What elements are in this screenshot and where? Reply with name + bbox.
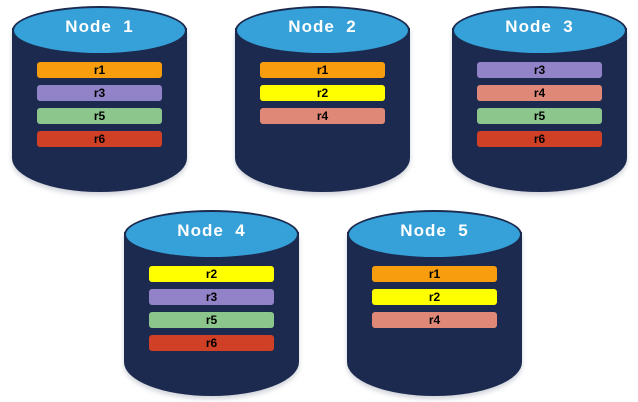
record-bar-r1[interactable]: r1 <box>372 266 497 282</box>
node-4[interactable]: Node 4 r2 r3 r5 r6 <box>124 210 299 396</box>
node-label: Node 4 <box>177 221 246 240</box>
record-bar-r3[interactable]: r3 <box>477 62 602 78</box>
record-bar-r5[interactable]: r5 <box>477 108 602 124</box>
record-bar-r4[interactable]: r4 <box>260 108 385 124</box>
record-bar-r2[interactable]: r2 <box>260 85 385 101</box>
node-label: Node 1 <box>65 17 134 36</box>
record-bar-r2[interactable]: r2 <box>372 289 497 305</box>
record-bar-r2[interactable]: r2 <box>149 266 274 282</box>
node-label: Node 3 <box>505 17 574 36</box>
node-label: Node 5 <box>400 221 469 240</box>
record-bar-r4[interactable]: r4 <box>477 85 602 101</box>
record-bar-r1[interactable]: r1 <box>37 62 162 78</box>
record-bar-r5[interactable]: r5 <box>149 312 274 328</box>
cylinder-top-disk <box>235 6 410 55</box>
record-list: r1 r2 r4 <box>260 62 385 131</box>
node-5[interactable]: Node 5 r1 r2 r4 <box>347 210 522 396</box>
record-list: r1 r2 r4 <box>372 266 497 335</box>
record-bar-r1[interactable]: r1 <box>260 62 385 78</box>
record-bar-r5[interactable]: r5 <box>37 108 162 124</box>
record-bar-r4[interactable]: r4 <box>372 312 497 328</box>
record-bar-r6[interactable]: r6 <box>477 131 602 147</box>
cylinder-top-disk <box>124 210 299 259</box>
cylinder-top-disk <box>12 6 187 55</box>
node-1[interactable]: Node 1 r1 r3 r5 r6 <box>12 6 187 192</box>
record-bar-r6[interactable]: r6 <box>149 335 274 351</box>
node-label: Node 2 <box>288 17 357 36</box>
record-bar-r6[interactable]: r6 <box>37 131 162 147</box>
record-bar-r3[interactable]: r3 <box>149 289 274 305</box>
record-list: r2 r3 r5 r6 <box>149 266 274 358</box>
cylinder-top-disk <box>347 210 522 259</box>
node-3[interactable]: Node 3 r3 r4 r5 r6 <box>452 6 627 192</box>
record-bar-r3[interactable]: r3 <box>37 85 162 101</box>
cylinder-top-disk <box>452 6 627 55</box>
record-list: r3 r4 r5 r6 <box>477 62 602 154</box>
node-2[interactable]: Node 2 r1 r2 r4 <box>235 6 410 192</box>
record-list: r1 r3 r5 r6 <box>37 62 162 154</box>
